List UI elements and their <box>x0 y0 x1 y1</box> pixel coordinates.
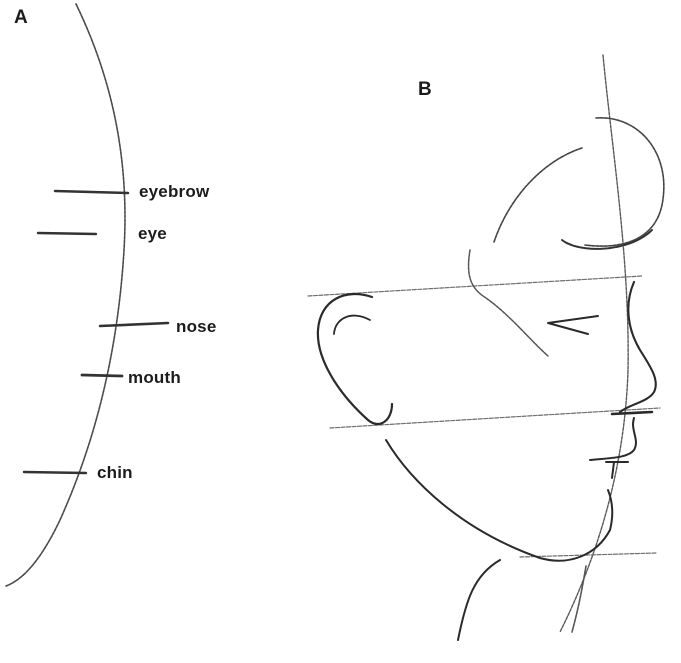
chin-label: chin <box>97 463 133 482</box>
upper-lip <box>610 410 654 416</box>
lip-profile <box>589 417 637 461</box>
ear-inner <box>333 314 371 335</box>
neck-front <box>571 565 587 633</box>
nose-label: nose <box>176 317 217 336</box>
hairline-curve <box>561 229 653 250</box>
panel-a-profile-curve <box>5 3 126 587</box>
eyebrow-label: eyebrow <box>139 182 210 201</box>
eye-mark <box>547 315 599 335</box>
cheek-curve <box>467 249 549 357</box>
panel-b-eye-guide-line <box>307 275 643 297</box>
panel-b-label: B <box>418 79 432 100</box>
panel-b-mouth-guide-line <box>329 407 661 429</box>
panel-b-vertical-guide <box>559 54 629 633</box>
nose-profile <box>618 280 657 414</box>
nose-tick <box>98 321 170 328</box>
eye-label: eye <box>138 224 167 243</box>
mouth-tick <box>80 373 124 378</box>
head-back-outline <box>493 147 583 243</box>
lower-lip <box>605 461 629 479</box>
eyebrow-tick <box>53 189 130 195</box>
chin-tick <box>22 470 88 475</box>
panel-b-chin-guide-line <box>519 552 657 558</box>
panel-a-label: A <box>14 7 28 28</box>
ear-outline <box>316 292 394 426</box>
jaw-line <box>385 439 614 562</box>
neck-back <box>457 559 501 641</box>
mouth-label: mouth <box>128 368 181 387</box>
head-top-outline <box>584 117 665 247</box>
eye-tick <box>36 231 98 236</box>
